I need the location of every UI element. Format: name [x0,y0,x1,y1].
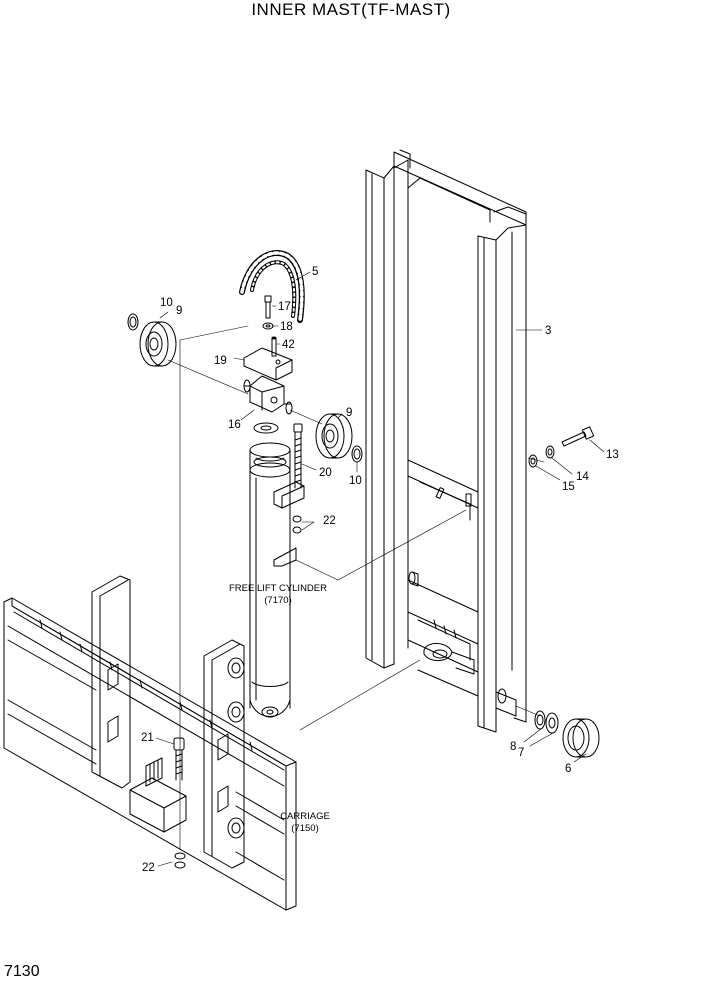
page-number: 7130 [4,963,40,980]
callout-10-right: 10 [349,475,362,487]
sheave-9-left [127,313,177,367]
callout-labels: 5 17 18 42 19 16 20 22 9 10 10 9 3 13 14… [141,266,619,874]
callout-20: 20 [319,467,332,479]
callout-22-upper: 22 [323,515,336,527]
page-title: INNER MAST(TF-MAST) [251,0,451,19]
bolt-13-washers [528,426,595,468]
roller-bearing-6 [534,710,600,758]
free-lift-cylinder-label: FREE LIFT CYLINDER [229,583,327,594]
callout-17: 17 [278,301,291,313]
callout-8: 8 [510,741,516,753]
callout-14: 14 [576,471,589,483]
lift-chain [239,250,305,323]
callout-21: 21 [141,732,154,744]
callout-13: 13 [606,449,619,461]
callout-6: 6 [565,763,571,775]
callout-18: 18 [280,321,293,333]
sheave-9-right [315,413,363,463]
callout-5: 5 [312,266,318,278]
leader-lines [155,271,605,867]
nuts-22-upper [292,515,302,534]
carriage-label: CARRIAGE [280,811,330,822]
callout-22-lower: 22 [142,862,155,874]
callout-16: 16 [228,419,241,431]
assembly-labels: FREE LIFT CYLINDER (7170) CARRIAGE (7150… [229,583,330,834]
nuts-22-lower [174,852,186,869]
inner-mast-frame [365,149,527,733]
callout-15: 15 [562,481,575,493]
sheave-support-16 [243,375,293,415]
callout-19: 19 [214,355,227,367]
carriage [3,575,297,911]
free-lift-cylinder-ref: (7170) [264,595,291,606]
carriage-ref: (7150) [291,823,318,834]
free-lift-cylinder [249,442,305,718]
callout-3: 3 [545,325,551,337]
callout-9-right: 9 [346,407,352,419]
callout-7: 7 [518,747,524,759]
chain-anchor-hardware [262,295,277,357]
callout-42: 42 [282,339,295,351]
chain-anchor-20 [293,423,303,489]
bracket-19 [243,347,293,381]
chain-anchor-21 [173,737,185,781]
callout-10-left: 10 [160,297,173,309]
callout-9-left: 9 [176,305,182,317]
